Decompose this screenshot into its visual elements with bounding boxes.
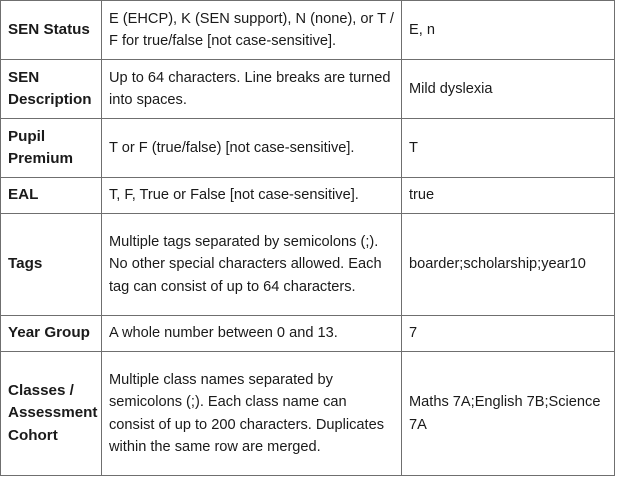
table-row: Pupil Premium T or F (true/false) [not c… (0, 118, 615, 178)
field-description-cell: T, F, True or False [not case-sensitive]… (101, 177, 402, 214)
field-name-cell: Classes / Assessment Cohort (0, 351, 102, 476)
field-example-cell: E, n (401, 0, 615, 60)
field-example-cell: boarder;scholarship;year10 (401, 213, 615, 316)
field-example-cell: Maths 7A;English 7B;Science 7A (401, 351, 615, 476)
field-name-cell: SEN Status (0, 0, 102, 60)
field-example-cell: T (401, 118, 615, 178)
table-row: Tags Multiple tags separated by semicolo… (0, 213, 615, 316)
field-name-cell: Tags (0, 213, 102, 316)
field-description-cell: Up to 64 characters. Line breaks are tur… (101, 59, 402, 119)
table-row: EAL T, F, True or False [not case-sensit… (0, 177, 615, 214)
field-description-cell: E (EHCP), K (SEN support), N (none), or … (101, 0, 402, 60)
table-row: SEN Status E (EHCP), K (SEN support), N … (0, 0, 615, 60)
field-description-cell: T or F (true/false) [not case-sensitive]… (101, 118, 402, 178)
field-example-cell: 7 (401, 315, 615, 352)
field-name-cell: EAL (0, 177, 102, 214)
field-name-cell: Pupil Premium (0, 118, 102, 178)
table-row: Year Group A whole number between 0 and … (0, 315, 615, 352)
field-description-cell: Multiple tags separated by semicolons (;… (101, 213, 402, 316)
table-row: Classes / Assessment Cohort Multiple cla… (0, 351, 615, 476)
field-name-cell: SEN Description (0, 59, 102, 119)
field-description-cell: A whole number between 0 and 13. (101, 315, 402, 352)
field-name-cell: Year Group (0, 315, 102, 352)
field-description-cell: Multiple class names separated by semico… (101, 351, 402, 476)
field-example-cell: Mild dyslexia (401, 59, 615, 119)
field-example-cell: true (401, 177, 615, 214)
table-row: SEN Description Up to 64 characters. Lin… (0, 59, 615, 119)
